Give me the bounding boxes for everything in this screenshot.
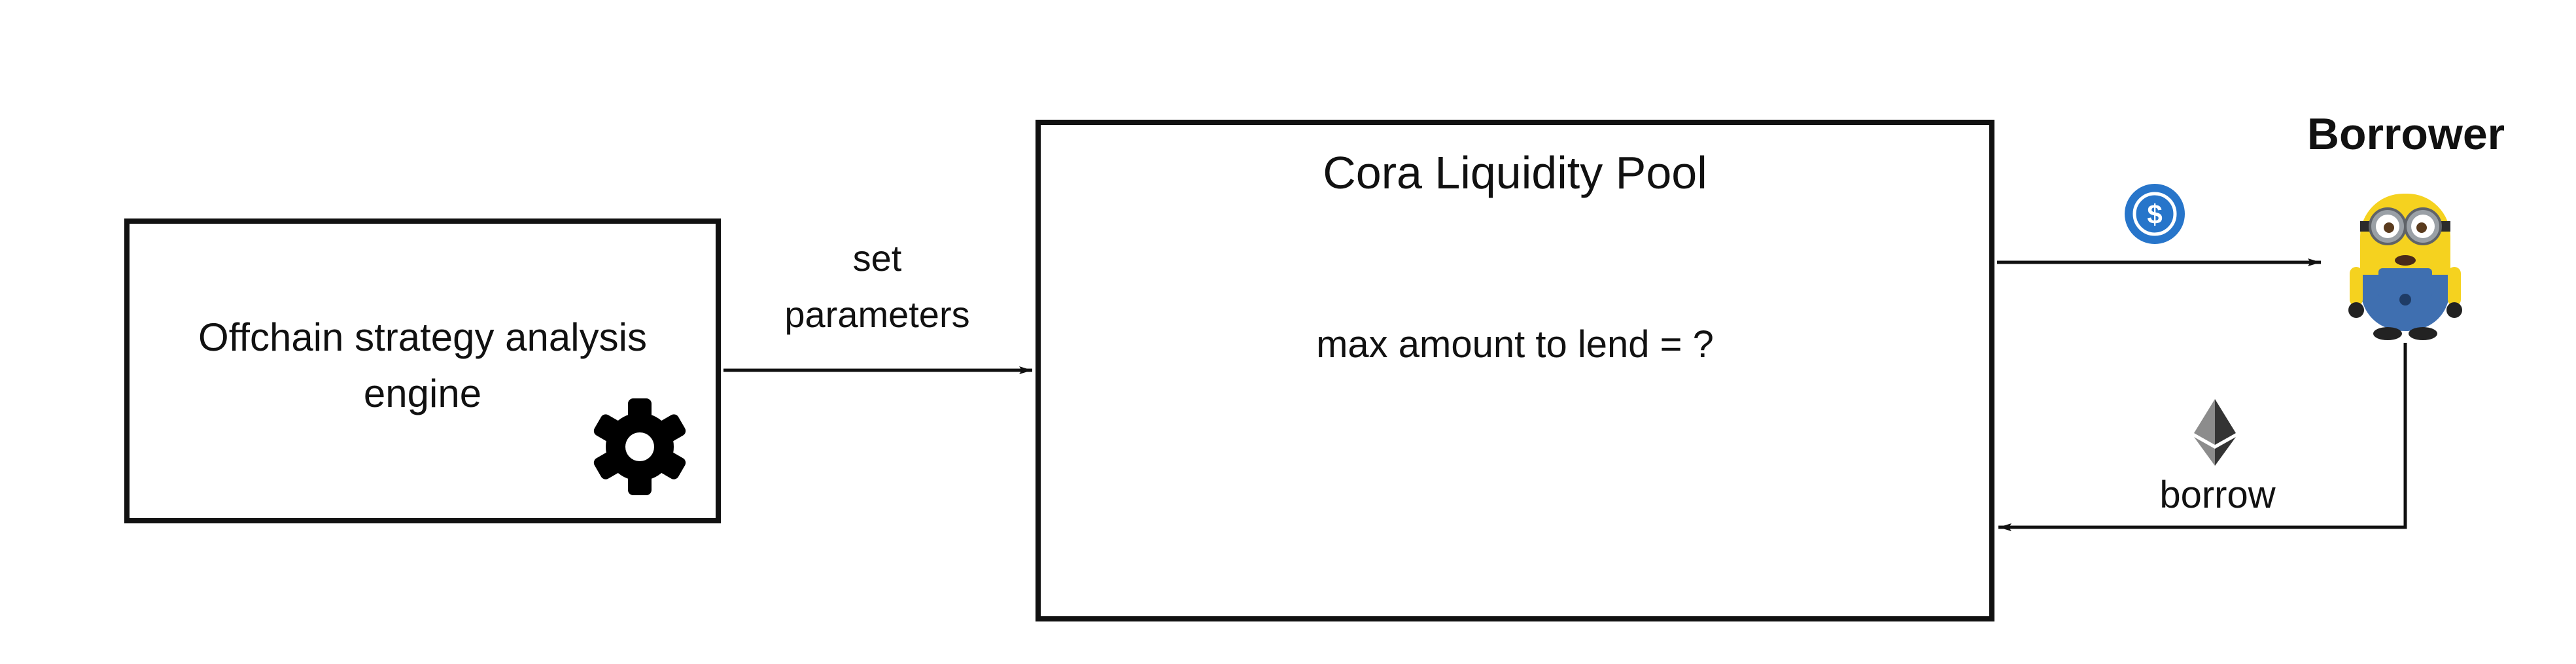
engine-label-line1: Offchain strategy analysis <box>198 315 647 359</box>
minion-icon <box>2348 194 2462 340</box>
set-parameters-label-line2: parameters <box>784 294 969 335</box>
arrow-borrow: borrow <box>1998 343 2407 531</box>
liquidity-pool-node: Cora Liquidity Pool max amount to lend =… <box>1036 120 1994 621</box>
liquidity-pool-body: max amount to lend = ? <box>1316 323 1714 366</box>
usdc-coin-glyph: $ <box>2147 199 2162 230</box>
engine-label-line2: engine <box>364 372 481 415</box>
gear-icon <box>593 398 686 495</box>
arrow-pool-to-borrower: $ <box>1997 184 2321 266</box>
borrow-label: borrow <box>2159 474 2276 516</box>
borrower-node: Borrower <box>2307 109 2505 340</box>
arrow-borrow-line <box>1998 343 2407 531</box>
ethereum-icon <box>2194 399 2236 466</box>
liquidity-pool-box <box>1036 120 1994 621</box>
usdc-coin-icon: $ <box>2125 184 2185 244</box>
liquidity-pool-title: Cora Liquidity Pool <box>1323 147 1707 198</box>
arrow-set-parameters: set parameters <box>723 237 1032 374</box>
set-parameters-label-line1: set <box>853 237 902 279</box>
borrower-title: Borrower <box>2307 109 2505 159</box>
engine-node: Offchain strategy analysis engine <box>124 218 721 523</box>
